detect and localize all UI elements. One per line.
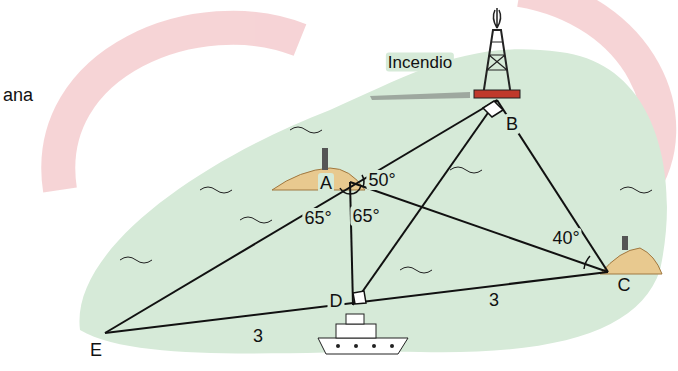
geometry-label: 3	[251, 326, 265, 346]
right-angle-marks	[353, 101, 503, 304]
segments	[105, 100, 608, 333]
geometry-label: D	[328, 291, 345, 311]
edge-text: ana	[1, 85, 35, 105]
fire-label: Incendio	[386, 53, 454, 72]
geometry-label: 3	[487, 290, 501, 310]
island-c	[600, 236, 662, 274]
oil-rig	[370, 8, 520, 100]
geometry-label: C	[616, 275, 633, 295]
geometry-label: B	[504, 114, 520, 134]
island-region	[79, 49, 667, 353]
wave-marks	[120, 127, 652, 273]
geometry-label: 65°	[350, 206, 381, 226]
geometry-label: A	[318, 173, 334, 193]
geometry-label: 40°	[550, 228, 581, 248]
geometry-label: E	[88, 340, 104, 360]
geometry-label: 65°	[302, 208, 333, 228]
geometry-label: 50°	[366, 170, 397, 190]
boat	[318, 314, 408, 354]
